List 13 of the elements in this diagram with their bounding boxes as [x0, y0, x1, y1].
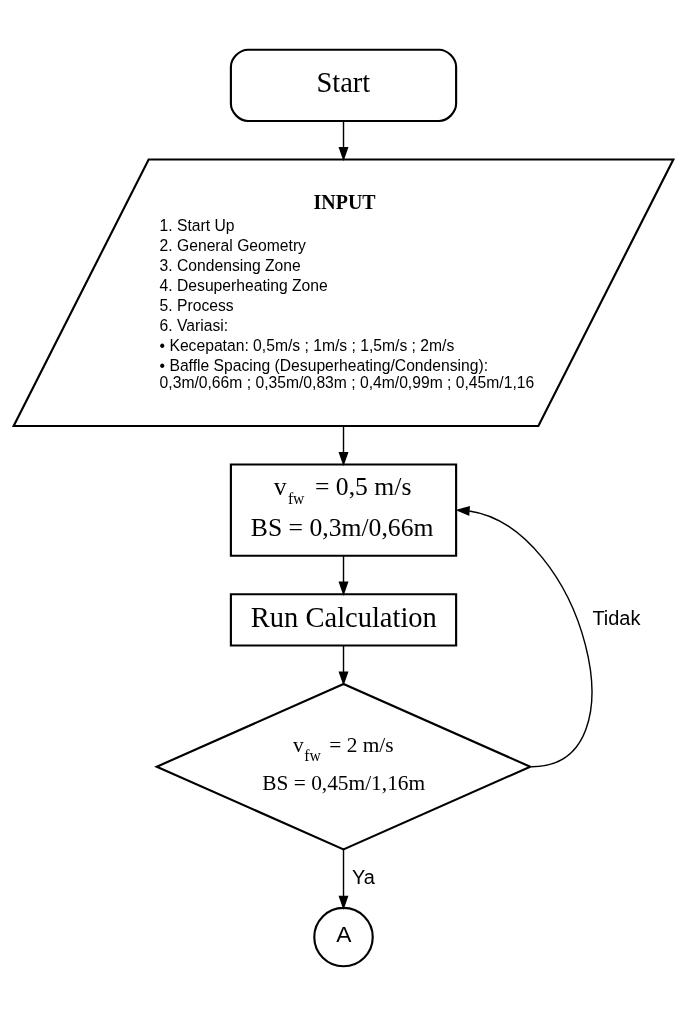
arrow [338, 555, 349, 596]
arrow [338, 425, 349, 467]
node-diamond: v$_{fw}$ = 2 m/s BS = 0,45m/1,16m [154, 682, 533, 851]
node-circle: A [313, 906, 374, 968]
arrow [455, 506, 593, 768]
arrow [338, 120, 349, 162]
edge-label: Tidak [592, 607, 641, 630]
node-box: Run Calculation [229, 593, 458, 647]
edge-label: Ya [351, 865, 375, 888]
arrow [338, 645, 349, 686]
node-box: v$_{fw}$ = 0,5 m/s BS = 0,3m/0,66m [229, 463, 458, 557]
arrow [338, 848, 349, 910]
node-box: Start [229, 48, 458, 123]
